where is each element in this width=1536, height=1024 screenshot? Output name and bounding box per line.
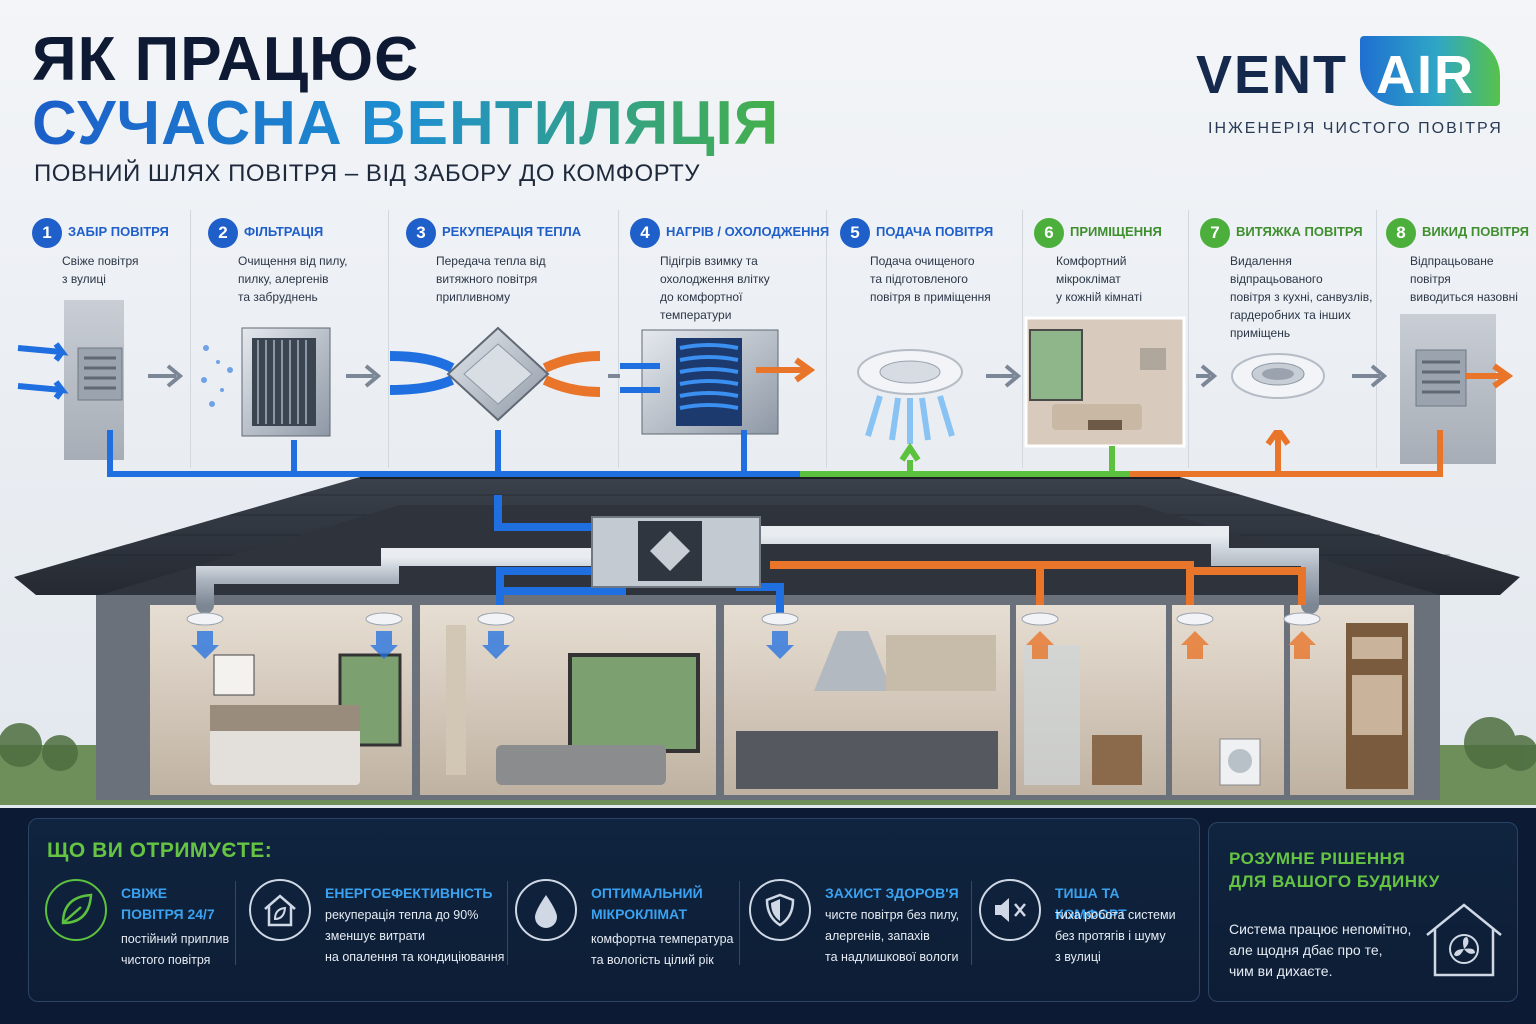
exhaust-grille-icon [1400,314,1514,464]
step-number: 4 [630,218,660,248]
step-title: ВИТЯЖКА ПОВІТРЯ [1236,224,1363,239]
house-cross-section [0,475,1536,805]
main-title-line2: СУЧАСНА ВЕНТИЛЯЦІЯ [32,89,780,158]
step-separator [388,210,389,468]
benefit-separator [507,881,508,965]
step-separator [1022,210,1023,468]
eco-house-icon [249,879,311,941]
house-fan-icon [1426,903,1502,977]
step-separator [1376,210,1377,468]
step-title: ФІЛЬТРАЦІЯ [244,224,324,239]
step-title: ЗАБІР ПОВІТРЯ [68,224,169,239]
benefit-health-protection: ЗАХИСТ ЗДОРОВ'Я чисте повітря без пилу,а… [749,879,969,979]
logo-vent-text: VENT [1196,45,1349,105]
step-number: 3 [406,218,436,248]
step-separator [190,210,191,468]
shield-icon [749,879,811,941]
step-separator [826,210,827,468]
smart-solution-description: Система працює непомітно,але щодня дбає … [1229,921,1412,979]
step-4-heating-cooling: 4 НАГРІВ / ОХОЛОДЖЕННЯ Підігрів взимку т… [630,210,829,468]
extract-arrows [1026,631,1316,659]
air-ducts [196,492,1319,614]
logo-leaf-shape [1360,36,1500,106]
logo-air-text: AIR [1376,45,1475,105]
benefit-title: ЕНЕРГОЕФЕКТИВНІСТЬ [325,885,493,901]
supply-arrows [191,631,794,659]
filter-icon [201,327,382,437]
benefit-separator [235,881,236,965]
benefit-title: ЗАХИСТ ЗДОРОВ'Я [825,885,959,901]
benefit-energy-efficiency: ЕНЕРГОЕФЕКТИВНІСТЬ рекуперація тепла до … [249,879,509,979]
living-room [420,605,716,795]
process-illustrations [17,300,1514,464]
step-number: 6 [1034,218,1064,248]
mute-speaker-icon [979,879,1041,941]
kitchen [724,605,1010,795]
benefit-separator [971,881,972,965]
wardrobe [1290,605,1414,795]
step-separator [618,210,619,468]
step-title: ПРИМІЩЕННЯ [1070,224,1162,239]
bathroom [1016,605,1166,795]
heat-exchanger-icon [389,326,620,422]
step-title: ВИКИД ПОВІТРЯ [1422,224,1529,239]
step-separator [1188,210,1189,468]
logo-tagline: ІНЖЕНЕРІЯ ЧИСТОГО ПОВІТРЯ [1208,120,1503,137]
benefit-title: ТИША ТА КОМФОРТ [1055,885,1127,922]
extract-diffuser-icon [1231,353,1388,399]
laundry-room [1172,605,1284,795]
step-2-filtration: 2 ФІЛЬТРАЦІЯ Очищення від пилу,пилку, ал… [208,210,383,468]
benefit-description: чисте повітря без пилу,алергенів, запахі… [825,908,960,964]
step-number: 8 [1386,218,1416,248]
main-flow-lines [107,430,1443,477]
leaf-icon [45,879,107,941]
heat-recovery-unit [591,516,761,588]
subtitle: ПОВНИЙ ШЛЯХ ПОВІТРЯ – ВІД ЗАБОРУ ДО КОМФ… [34,160,701,187]
main-title-line1: ЯК ПРАЦЮЄ [32,25,420,94]
step-number: 2 [208,218,238,248]
benefits-title: ЩО ВИ ОТРИМУЄТЕ: [47,839,273,862]
step-title: НАГРІВ / ОХОЛОДЖЕННЯ [666,224,830,239]
step-title: РЕКУПЕРАЦІЯ ТЕПЛА [442,224,582,239]
step-number: 7 [1200,218,1230,248]
step-number: 1 [32,218,62,248]
step-7-extract-air: 7 ВИТЯЖКА ПОВІТРЯ Видалення відпрацьован… [1200,210,1374,468]
benefit-separator [739,881,740,965]
step-number: 5 [840,218,870,248]
heating-cooling-unit-icon [620,329,816,435]
intake-grille-icon [17,300,184,460]
supply-diffuser-icon [857,349,1022,444]
extract-duct-orange [770,561,1306,605]
water-drop-icon [515,879,577,941]
ceiling-diffusers [186,612,1321,626]
step-title: ПОДАЧА ПОВІТРЯ [876,224,994,239]
bedroom [150,605,412,795]
living-room-photo [1024,316,1218,448]
